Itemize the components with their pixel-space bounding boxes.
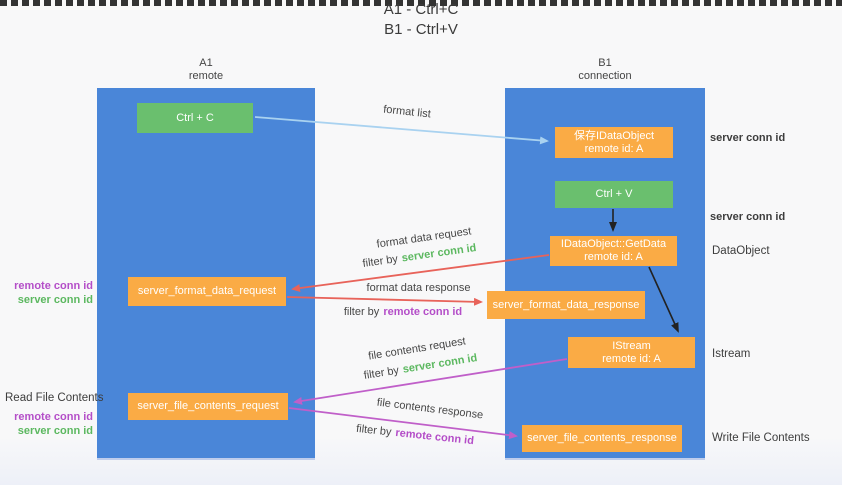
- node-server-file-contents-response: server_file_contents_response: [522, 425, 682, 452]
- node-getdata-line1: IDataObject::GetData: [560, 238, 667, 250]
- server-conn-id-side-label-top: server conn id: [710, 132, 786, 144]
- read-file-contents-label: Read File Contents: [5, 392, 104, 404]
- node-server-file-contents-request-label: server_file_contents_request: [137, 400, 279, 412]
- column-b1-role: connection: [578, 70, 632, 82]
- node-ctrl-c-label: Ctrl + C: [176, 111, 214, 124]
- file-contents-request-arrow: [293, 358, 568, 405]
- format-data-response-label: format data response: [366, 282, 471, 294]
- node-getdata-line2: remote id: A: [584, 251, 643, 263]
- getdata-to-istream-arrow: [648, 266, 679, 333]
- istream-side-label: Istream: [712, 348, 751, 360]
- dashed-separator-line: [0, 0, 842, 6]
- server-conn-id-left-label-2: server conn id: [17, 425, 93, 437]
- node-istream: IStream remote id: A: [568, 337, 695, 368]
- node-ctrl-c: Ctrl + C: [137, 103, 253, 133]
- server-conn-id-left-label-1: server conn id: [17, 294, 93, 306]
- format-data-response-arrow: [286, 296, 483, 306]
- left-conn-id-stack-2: remote conn id server conn id: [0, 410, 93, 438]
- node-idataobject-getdata: IDataObject::GetData remote id: A: [550, 236, 677, 266]
- node-server-file-contents-response-label: server_file_contents_response: [527, 432, 677, 444]
- title-line-1: A1 - Ctrl+C: [383, 1, 459, 18]
- node-server-file-contents-request: server_file_contents_request: [128, 393, 288, 420]
- remote-conn-id-left-label-1: remote conn id: [14, 280, 93, 292]
- column-a1-role: remote: [188, 70, 224, 82]
- title-line-2: B1 - Ctrl+V: [384, 21, 458, 38]
- column-b1-id: B1: [598, 57, 612, 69]
- node-save-dataobject: 保存IDataObject remote id: A: [555, 127, 673, 158]
- server-conn-id-side-label-mid: server conn id: [710, 211, 786, 223]
- column-a1-id: A1: [199, 57, 213, 69]
- diagram-title: A1 - Ctrl+C B1 - Ctrl+V: [0, 0, 842, 40]
- node-server-format-data-request-label: server_format_data_request: [137, 285, 277, 297]
- node-server-format-data-response-label: server_format_data_response: [492, 298, 640, 311]
- format-list-arrow: [254, 116, 549, 145]
- node-istream-line2: remote id: A: [602, 352, 661, 365]
- format-data-request-arrow: [291, 254, 550, 293]
- node-ctrl-v-label: Ctrl + V: [595, 188, 633, 200]
- column-header-a1: A1 remote: [97, 57, 315, 83]
- write-file-contents-label: Write File Contents: [712, 432, 810, 444]
- dataobject-side-label: DataObject: [712, 245, 770, 257]
- left-conn-id-stack-1: remote conn id server conn id: [0, 279, 93, 307]
- node-istream-line1: IStream: [612, 339, 651, 352]
- node-save-dataobject-line1: 保存IDataObject: [573, 129, 655, 142]
- node-save-dataobject-line2: remote id: A: [584, 142, 644, 155]
- node-ctrl-v: Ctrl + V: [555, 181, 673, 208]
- file-contents-response-arrow: [288, 407, 518, 440]
- remote-conn-id-left-label-2: remote conn id: [14, 411, 93, 423]
- node-server-format-data-request: server_format_data_request: [128, 277, 286, 306]
- node-server-format-data-response: server_format_data_response: [487, 291, 645, 319]
- column-header-b1: B1 connection: [505, 57, 705, 83]
